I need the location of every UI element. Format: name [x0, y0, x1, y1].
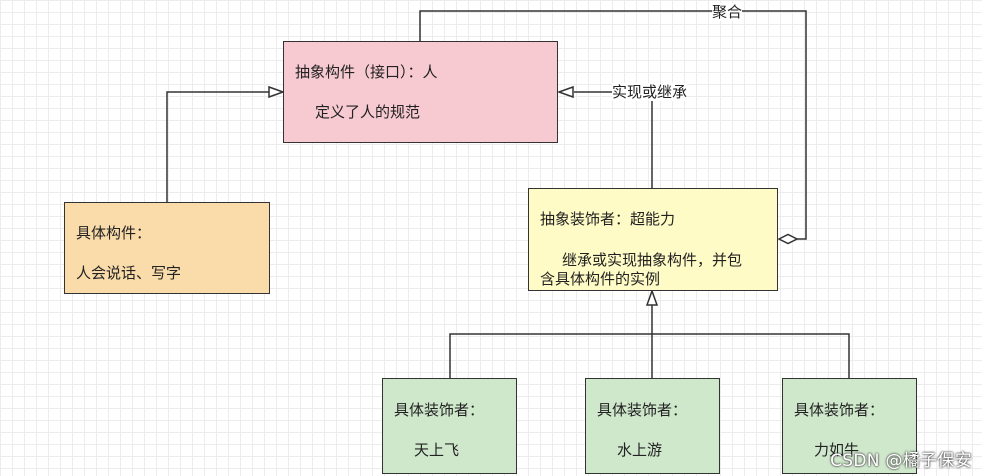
abstract-decorator-desc-line2: 含具体构件的实例 [540, 270, 661, 288]
concrete-decorator-1-desc: 天上飞 [414, 441, 460, 459]
concrete-decorator-3-title: 具体装饰者： [794, 401, 885, 419]
connector-concrete-decorator-3 [652, 333, 850, 378]
connector-concrete-decorator-1 [449, 333, 652, 378]
abstract-decorator-box[interactable]: 抽象装饰者：超能力 继承或实现抽象构件，并包 含具体构件的实例 [528, 188, 778, 291]
aggregation-label: 聚合 [712, 3, 743, 21]
aggregation-diamond [777, 233, 799, 245]
concrete-decorator-2-title: 具体装饰者： [597, 401, 688, 419]
abstract-decorator-title: 抽象装饰者：超能力 [540, 210, 676, 228]
connector-decorator-to-component [574, 91, 653, 188]
concrete-decorator-box-1[interactable]: 具体装饰者： 天上飞 [382, 378, 517, 474]
connector-concrete-component-to-component [166, 91, 270, 202]
concrete-decorator-box-2[interactable]: 具体装饰者： 水上游 [585, 378, 720, 474]
concrete-decorator-3-desc: 力如牛 [814, 441, 860, 459]
csdn-watermark: CSDN @橘子保安 [830, 451, 972, 471]
abstract-component-box[interactable]: 抽象构件（接口）：人 定义了人的规范 [283, 41, 558, 143]
arrowhead-decorator [556, 85, 574, 99]
concrete-component-title: 具体构件： [76, 224, 152, 242]
concrete-component-box[interactable]: 具体构件： 人会说话、写字 [64, 202, 270, 294]
inheritance-label: 实现或继承 [612, 83, 688, 101]
arrowhead-concrete-decorators [645, 288, 659, 306]
concrete-component-desc: 人会说话、写字 [76, 264, 182, 282]
concrete-decorator-1-title: 具体装饰者： [394, 401, 485, 419]
connector-aggregation [419, 10, 807, 240]
concrete-decorator-2-desc: 水上游 [617, 441, 663, 459]
arrowhead-concrete-component [268, 85, 286, 99]
abstract-component-desc: 定义了人的规范 [315, 103, 421, 121]
abstract-component-title: 抽象构件（接口）：人 [295, 63, 438, 81]
concrete-decorator-box-3[interactable]: 具体装饰者： 力如牛 [782, 378, 917, 474]
abstract-decorator-desc-line1: 继承或实现抽象构件，并包 [562, 251, 743, 269]
